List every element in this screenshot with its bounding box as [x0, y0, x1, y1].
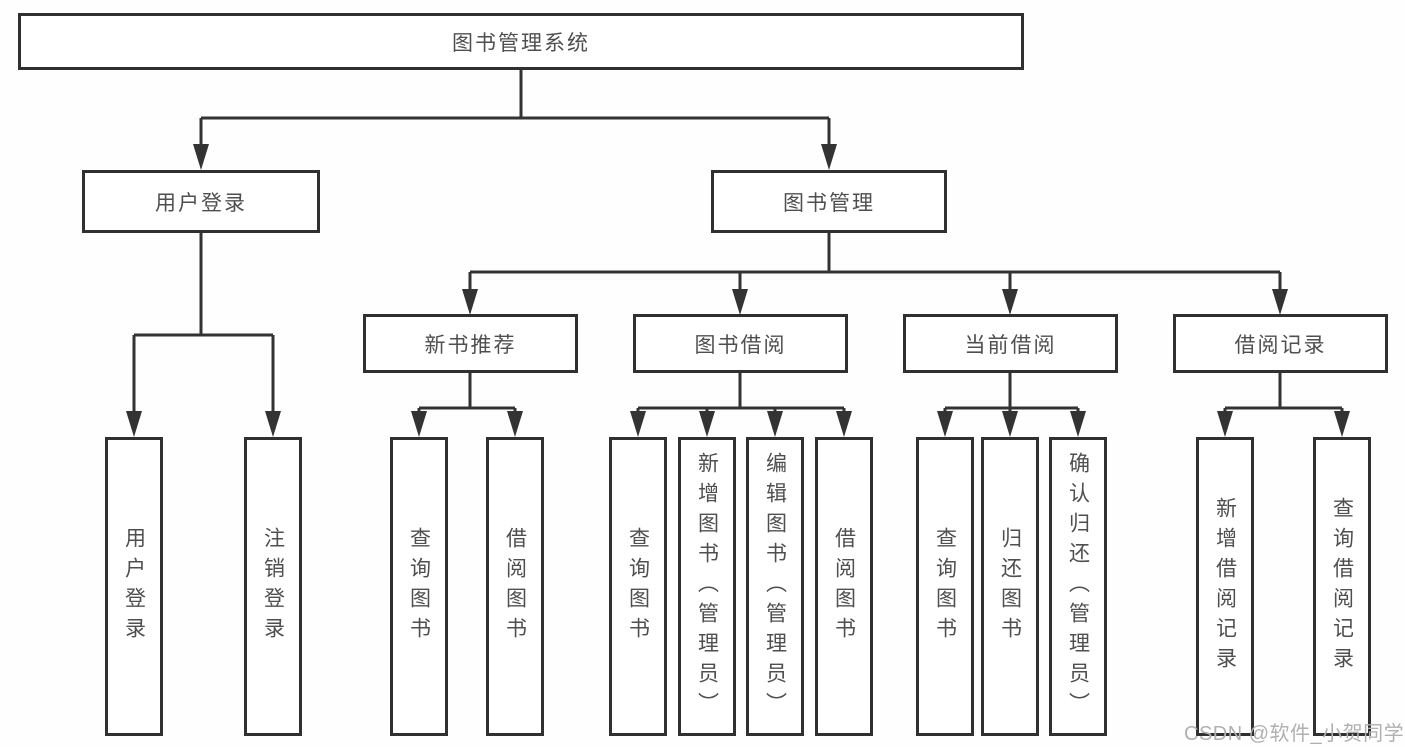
leaf-edit-books-admin-label: 编辑图书（管理员） [763, 451, 787, 722]
leaf-logout-login: 注销登录 [244, 437, 302, 736]
leaf-edit-books-admin: 编辑图书（管理员） [746, 437, 804, 736]
leaf-query-books-recommend-label: 查询图书 [407, 526, 431, 647]
leaf-add-borrow-record-label: 新增借阅记录 [1213, 496, 1237, 677]
leaf-query-books-current: 查询图书 [916, 437, 974, 736]
leaf-user-login: 用户登录 [105, 437, 163, 736]
node-borrowing-records: 借阅记录 [1173, 314, 1388, 373]
leaf-query-borrow-record-label: 查询借阅记录 [1330, 496, 1354, 677]
node-user-login: 用户登录 [82, 170, 320, 233]
leaf-add-borrow-record: 新增借阅记录 [1196, 437, 1254, 736]
leaf-query-books-borrow-label: 查询图书 [626, 526, 650, 647]
leaf-add-books-admin: 新增图书（管理员） [678, 437, 736, 736]
node-book-management: 图书管理 [711, 170, 947, 233]
node-book-borrowing: 图书借阅 [633, 314, 848, 373]
node-root: 图书管理系统 [18, 13, 1024, 70]
node-user-login-label: 用户登录 [155, 191, 247, 215]
node-book-borrowing-label: 图书借阅 [694, 333, 787, 357]
node-new-book-recommendation: 新书推荐 [363, 314, 578, 373]
leaf-query-borrow-record: 查询借阅记录 [1313, 437, 1371, 736]
leaf-query-books-borrow: 查询图书 [609, 437, 667, 736]
leaf-add-books-admin-label: 新增图书（管理员） [695, 451, 719, 722]
node-current-borrowing-label: 当前借阅 [964, 333, 1057, 357]
leaf-borrow-books: 借阅图书 [815, 437, 873, 736]
leaf-return-books: 归还图书 [981, 437, 1039, 736]
csdn-watermark: CSDN @软件_小贺同学 [1184, 723, 1405, 745]
node-root-label: 图书管理系统 [452, 31, 590, 55]
leaf-user-login-label: 用户登录 [122, 526, 146, 647]
leaf-borrow-books-recommend: 借阅图书 [486, 437, 544, 736]
node-new-book-recommendation-label: 新书推荐 [424, 333, 517, 357]
leaf-borrow-books-label: 借阅图书 [832, 526, 856, 647]
leaf-query-books-recommend: 查询图书 [390, 437, 448, 736]
leaf-query-books-current-label: 查询图书 [933, 526, 957, 647]
leaf-confirm-return-admin-label: 确认归还（管理员） [1066, 451, 1090, 722]
node-borrowing-records-label: 借阅记录 [1234, 333, 1327, 357]
arrowhead-icons [126, 144, 1350, 437]
node-book-management-label: 图书管理 [783, 191, 875, 215]
leaf-confirm-return-admin: 确认归还（管理员） [1049, 437, 1107, 736]
leaf-borrow-books-recommend-label: 借阅图书 [503, 526, 527, 647]
leaf-return-books-label: 归还图书 [998, 526, 1022, 647]
node-current-borrowing: 当前借阅 [903, 314, 1118, 373]
leaf-logout-login-label: 注销登录 [261, 526, 285, 647]
